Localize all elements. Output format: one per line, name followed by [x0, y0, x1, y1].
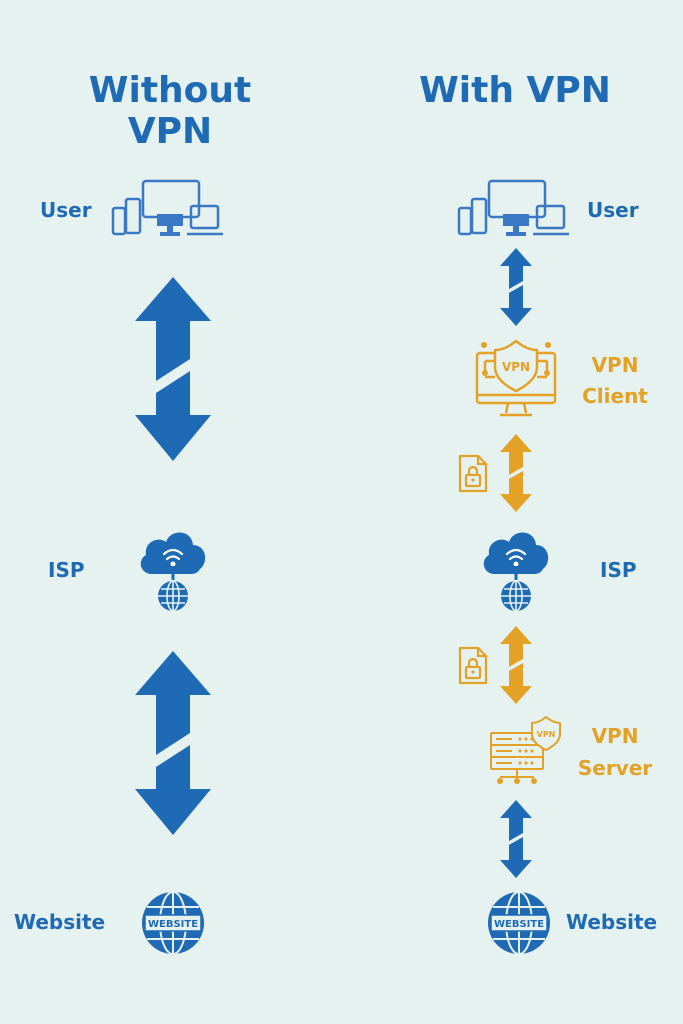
website-globe-icon: WEBSITE [142, 891, 204, 955]
website-badge-text: WEBSITE [148, 919, 198, 930]
right-arrow-user-client [500, 248, 532, 326]
right-vpn-server-label: VPN Server [577, 724, 653, 780]
devices-icon [111, 179, 223, 236]
website-badge-text: WEBSITE [494, 919, 544, 930]
isp-cloud-globe-icon [483, 532, 549, 612]
right-isp-label: ISP [600, 558, 637, 582]
vpn-server-badge-text: VPN [537, 730, 556, 739]
left-column-title: Without VPN [88, 70, 252, 152]
right-arrow-server-website [500, 800, 532, 878]
right-arrow-client-isp-encrypted [500, 434, 532, 512]
right-website-label: Website [566, 910, 658, 934]
left-user-label: User [40, 198, 92, 222]
right-arrow-isp-server-encrypted [500, 626, 532, 704]
encrypted-file-icon [458, 646, 488, 685]
devices-icon [457, 179, 569, 236]
left-website-label: Website [14, 910, 106, 934]
vpn-badge-text: VPN [502, 360, 530, 374]
vpn-server-icon: VPN [490, 716, 561, 784]
left-arrow-user-isp [135, 277, 211, 461]
left-isp-label: ISP [48, 558, 85, 582]
right-column-title: With VPN [419, 70, 611, 111]
encrypted-file-icon [458, 454, 488, 493]
right-user-label: User [587, 198, 639, 222]
left-arrow-isp-website [135, 651, 211, 835]
isp-cloud-globe-icon [140, 532, 206, 612]
right-vpn-client-label: VPN Client [582, 353, 648, 408]
vpn-client-monitor-icon: VPN [475, 339, 557, 417]
website-globe-icon: WEBSITE [488, 891, 550, 955]
